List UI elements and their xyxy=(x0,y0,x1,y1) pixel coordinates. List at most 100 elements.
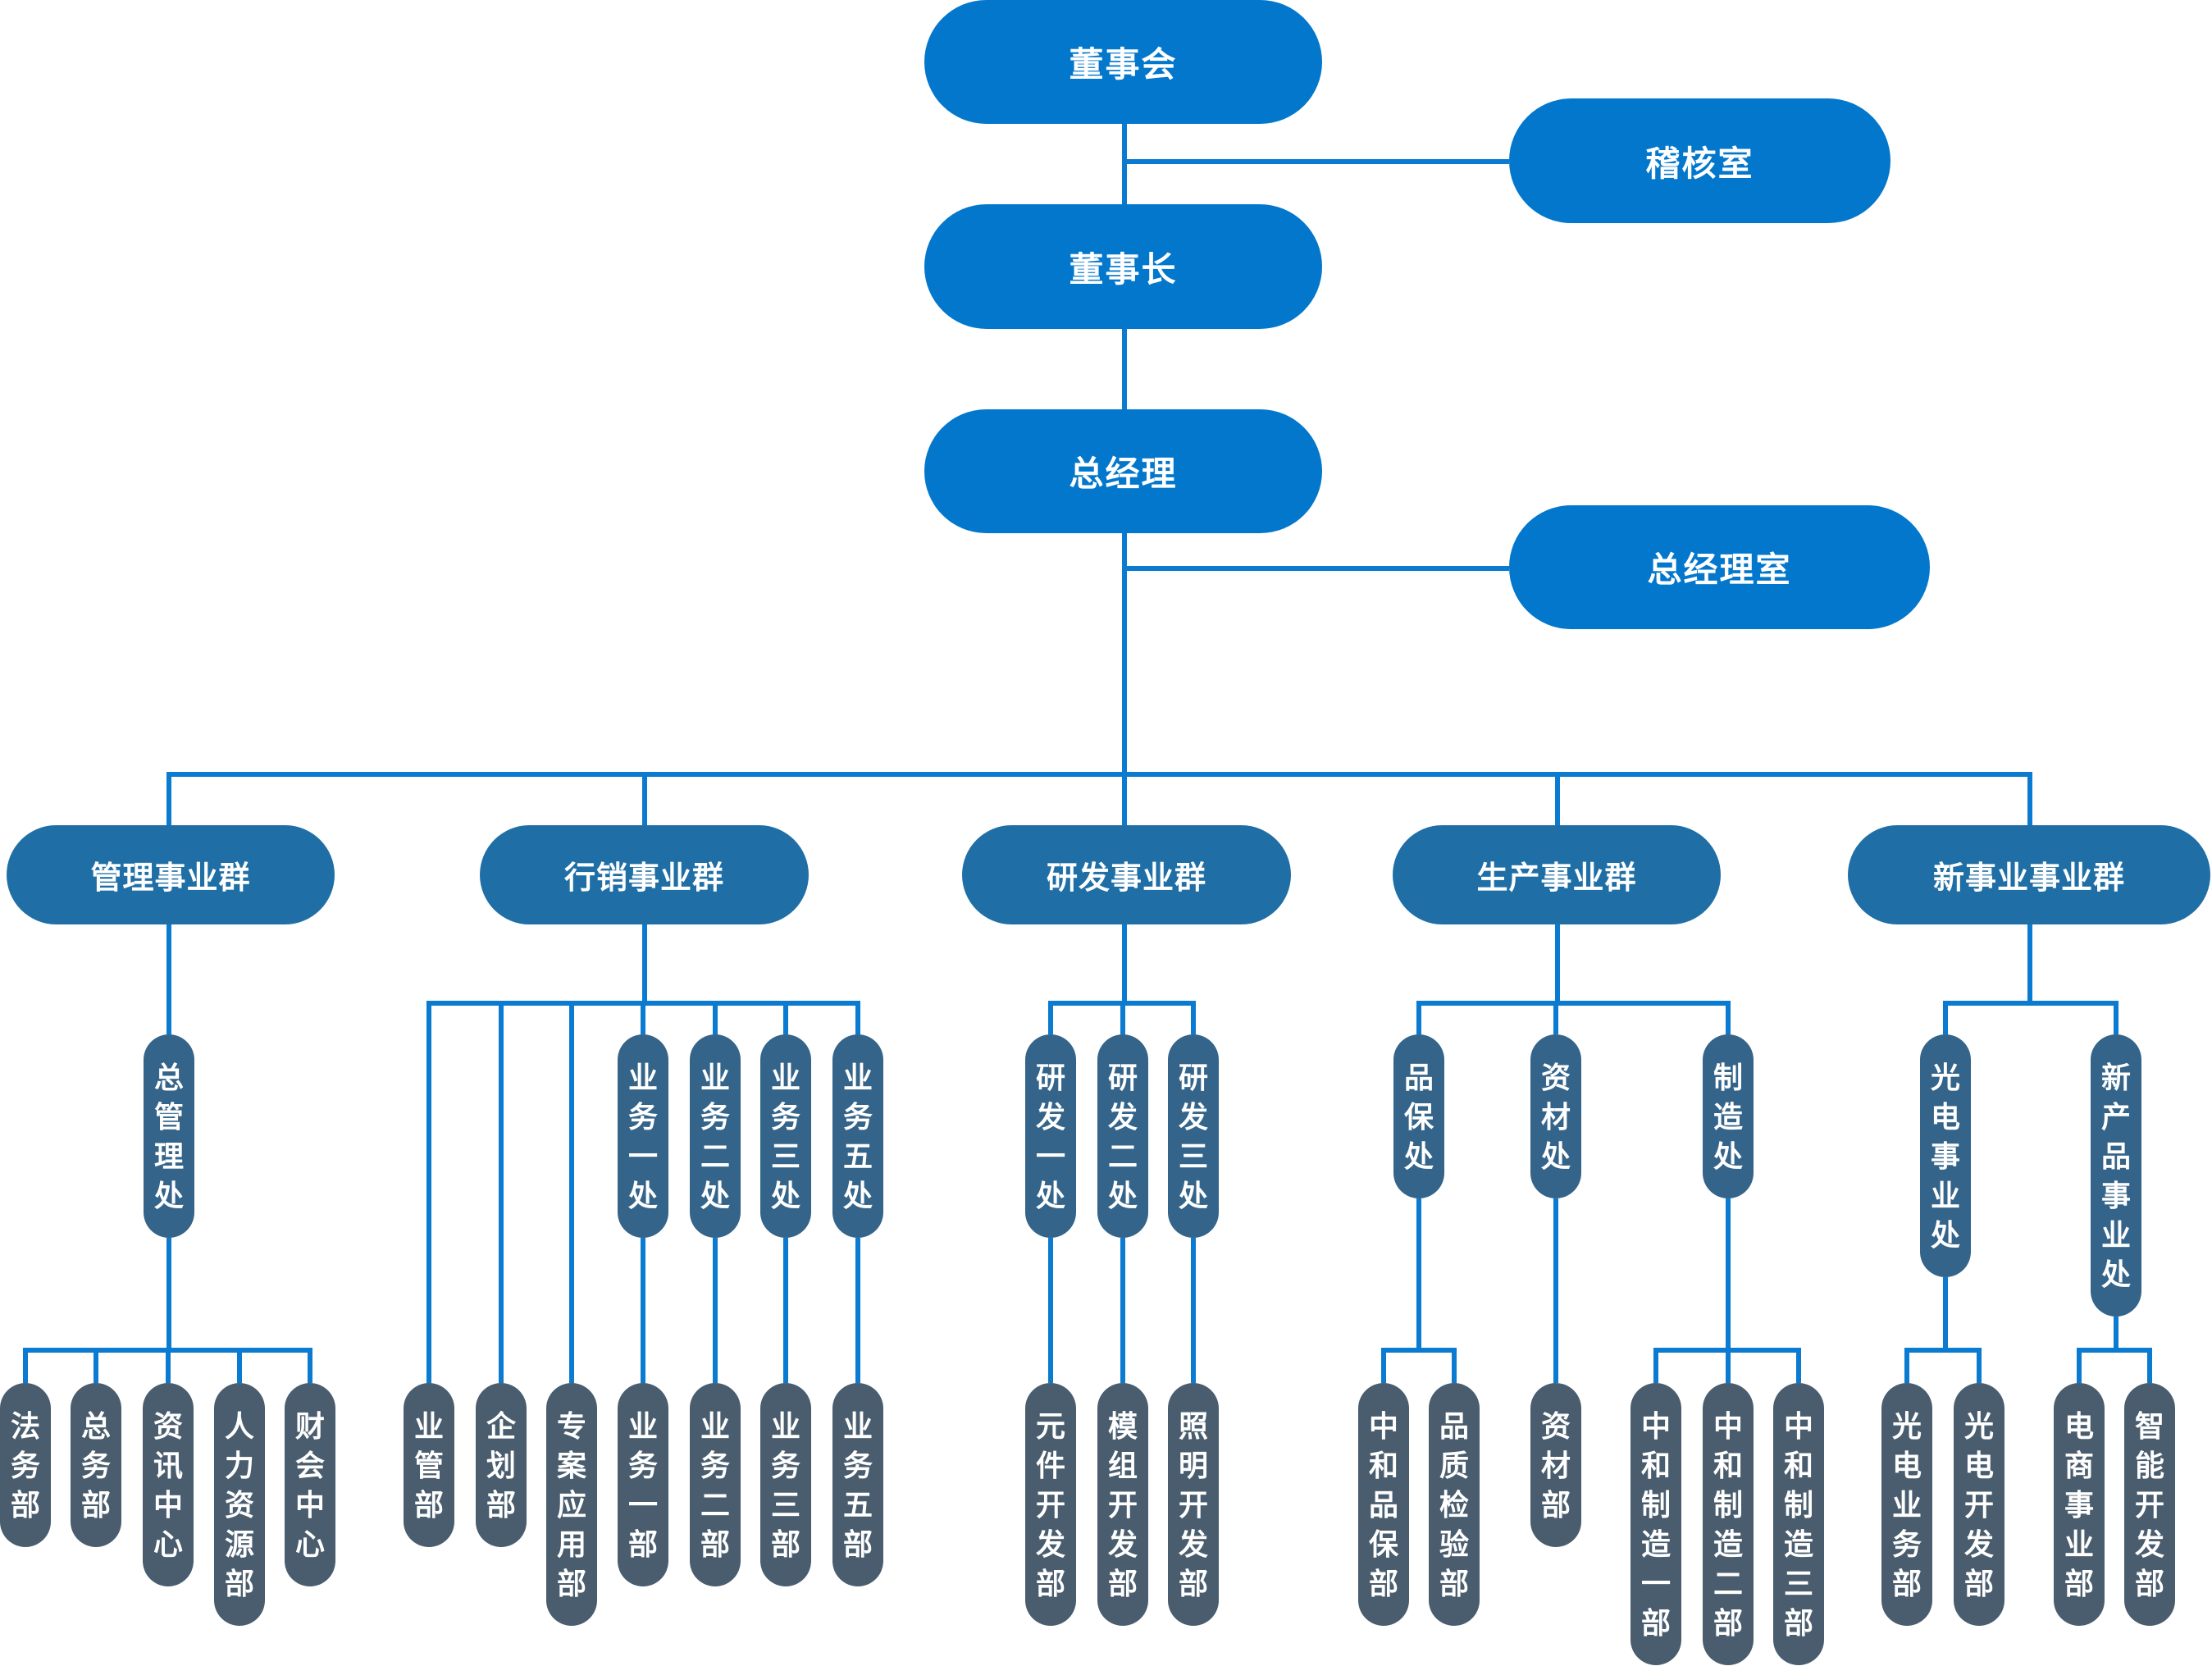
node-char: 品 xyxy=(1368,1489,1398,1522)
node-char: 部 xyxy=(486,1489,516,1522)
department-node[interactable]: 财会中心 xyxy=(285,1383,335,1586)
node-char: 发 xyxy=(1963,1528,1994,1562)
node-char: 部 xyxy=(2064,1568,2094,1601)
department-node[interactable]: 资讯中心 xyxy=(143,1383,194,1586)
division-node[interactable]: 光电事业处 xyxy=(1920,1034,1971,1277)
connector-division-stem xyxy=(1120,1238,1125,1383)
connector-division-stem xyxy=(855,1238,860,1383)
node-char: 业 xyxy=(2064,1528,2094,1562)
node-char: 造 xyxy=(1783,1528,1813,1562)
department-node[interactable]: 中和品保部 xyxy=(1358,1383,1409,1626)
division-node[interactable]: 总管理处 xyxy=(144,1034,194,1238)
department-node[interactable]: 业务二部 xyxy=(690,1383,741,1586)
department-node[interactable]: 总务部 xyxy=(71,1383,121,1547)
department-node[interactable]: 中和制造三部 xyxy=(1773,1383,1824,1665)
connector-group-drop xyxy=(1122,774,1127,825)
division-node[interactable]: 业务三处 xyxy=(760,1034,811,1238)
node-char: 部 xyxy=(1178,1568,1208,1601)
connector-division-stem xyxy=(1726,1198,1731,1350)
division-node[interactable]: 业务二处 xyxy=(690,1034,741,1238)
division-node[interactable]: 资材处 xyxy=(1530,1034,1581,1198)
connector-dept-bus xyxy=(2077,1348,2152,1353)
connector-group-stem xyxy=(642,924,647,1003)
chairman-node[interactable]: 董事长 xyxy=(924,204,1322,329)
group-node[interactable]: 管理事业群 xyxy=(7,825,335,924)
node-char: 研 xyxy=(1107,1061,1138,1095)
connector-division-drop xyxy=(166,1003,171,1034)
general-manager-node[interactable]: 总经理 xyxy=(924,409,1322,533)
connector-division-drop xyxy=(2114,1003,2119,1034)
node-char: 中 xyxy=(294,1489,325,1522)
node-char: 五 xyxy=(842,1489,873,1522)
department-node[interactable]: 法务部 xyxy=(0,1383,51,1547)
group-node[interactable]: 生产事业群 xyxy=(1393,825,1721,924)
division-node[interactable]: 研发三处 xyxy=(1168,1034,1219,1238)
node-char: 业 xyxy=(627,1061,658,1095)
group-node[interactable]: 研发事业群 xyxy=(962,825,1291,924)
division-node[interactable]: 业务一处 xyxy=(618,1034,668,1238)
node-char: 智 xyxy=(2134,1410,2164,1444)
division-node[interactable]: 品保处 xyxy=(1393,1034,1444,1198)
department-node[interactable]: 中和制造一部 xyxy=(1630,1383,1681,1665)
node-char: 光 xyxy=(1963,1410,1994,1444)
node-char: 处 xyxy=(770,1180,800,1213)
node-char: 发 xyxy=(1178,1101,1208,1134)
connector-dept-bus xyxy=(1904,1348,1982,1353)
connector-direct-dept xyxy=(569,1003,574,1383)
node-char: 造 xyxy=(1713,1101,1743,1134)
department-node[interactable]: 光电开发部 xyxy=(1954,1383,2004,1626)
department-node[interactable]: 业务一部 xyxy=(618,1383,668,1586)
department-node[interactable]: 照明开发部 xyxy=(1168,1383,1219,1626)
node-char: 质 xyxy=(1439,1449,1469,1483)
node-char: 电 xyxy=(1930,1101,1960,1134)
department-node[interactable]: 品质检验部 xyxy=(1429,1383,1480,1626)
division-node[interactable]: 制造处 xyxy=(1703,1034,1754,1198)
division-node[interactable]: 业务五处 xyxy=(832,1034,883,1238)
board-node[interactable]: 董事会 xyxy=(924,0,1322,124)
department-node[interactable]: 业务五部 xyxy=(832,1383,883,1586)
department-node[interactable]: 人力资源部 xyxy=(214,1383,265,1626)
group-node[interactable]: 行销事业群 xyxy=(480,825,809,924)
connector-groups-bus xyxy=(166,772,2032,777)
node-char: 部 xyxy=(1035,1568,1065,1601)
node-char: 处 xyxy=(627,1180,658,1213)
node-char: 心 xyxy=(153,1528,183,1562)
node-char: 业 xyxy=(627,1410,658,1444)
node-char: 部 xyxy=(1640,1607,1671,1641)
node-char: 开 xyxy=(2134,1489,2164,1522)
node-char: 事 xyxy=(2100,1180,2131,1213)
node-char: 业 xyxy=(842,1061,873,1095)
connector-dept-drop xyxy=(166,1350,171,1383)
node-char: 总 xyxy=(153,1061,184,1095)
connector-division-stem xyxy=(1416,1198,1421,1350)
connector-division-drop xyxy=(1553,1003,1558,1034)
department-node[interactable]: 业管部 xyxy=(404,1383,454,1547)
division-node[interactable]: 新产品事业处 xyxy=(2091,1034,2141,1317)
division-node[interactable]: 研发一处 xyxy=(1025,1034,1076,1238)
node-char: 事 xyxy=(1930,1140,1960,1174)
division-node[interactable]: 研发二处 xyxy=(1097,1034,1148,1238)
node-char: 部 xyxy=(10,1489,40,1522)
node-char: 部 xyxy=(1540,1489,1571,1522)
connector-trunk-mid xyxy=(1122,329,1127,409)
department-node[interactable]: 电商事业部 xyxy=(2054,1383,2105,1626)
node-char: 发 xyxy=(2134,1528,2164,1562)
department-node[interactable]: 专案应用部 xyxy=(546,1383,597,1626)
department-node[interactable]: 元件开发部 xyxy=(1025,1383,1076,1626)
node-char: 心 xyxy=(294,1528,325,1562)
connector-dept-drop xyxy=(1452,1350,1457,1383)
department-node[interactable]: 业务三部 xyxy=(760,1383,811,1586)
department-node[interactable]: 光电业务部 xyxy=(1881,1383,1932,1626)
department-node[interactable]: 智能开发部 xyxy=(2124,1383,2175,1626)
connector-dept-drop xyxy=(2077,1350,2082,1383)
department-node[interactable]: 模组开发部 xyxy=(1097,1383,1148,1626)
connector-group-stem xyxy=(166,924,171,1003)
department-node[interactable]: 中和制造二部 xyxy=(1703,1383,1754,1665)
department-node[interactable]: 企划部 xyxy=(476,1383,527,1547)
node-char: 总 xyxy=(80,1410,111,1444)
audit-office-node[interactable]: 稽核室 xyxy=(1509,98,1890,223)
gm-office-node[interactable]: 总经理室 xyxy=(1509,505,1930,629)
group-node[interactable]: 新事业事业群 xyxy=(1848,825,2210,924)
department-node[interactable]: 资材部 xyxy=(1530,1383,1581,1547)
node-char: 事 xyxy=(2064,1489,2094,1522)
